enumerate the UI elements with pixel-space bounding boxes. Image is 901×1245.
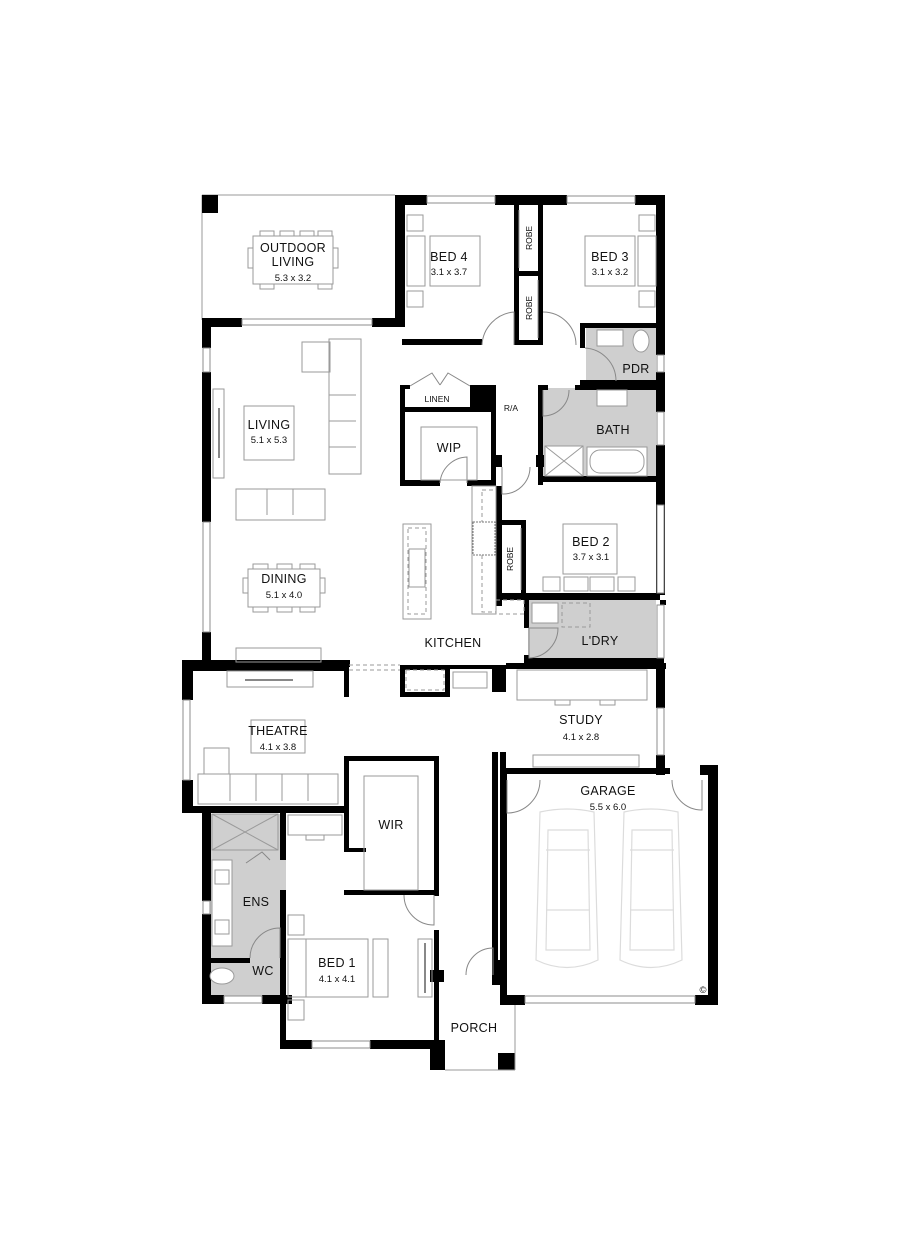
label-bed1: BED 1 — [318, 956, 356, 970]
dims-bed4: 3.1 x 3.7 — [431, 267, 467, 278]
label-outdoor-living-2: LIVING — [272, 255, 315, 269]
copyright-icon: © — [700, 985, 707, 996]
label-living: LIVING — [248, 418, 291, 432]
label-dining: DINING — [261, 572, 307, 586]
dims-dining: 5.1 x 4.0 — [266, 590, 302, 601]
label-garage: GARAGE — [580, 784, 635, 798]
dims-study: 4.1 x 2.8 — [563, 732, 599, 743]
label-theatre: THEATRE — [248, 724, 308, 738]
label-bed2: BED 2 — [572, 535, 610, 549]
label-wip: WIP — [437, 441, 462, 455]
dims-outdoor-living: 5.3 x 3.2 — [275, 273, 311, 284]
label-bed4: BED 4 — [430, 250, 468, 264]
label-wir: WIR — [378, 818, 403, 832]
label-wc: WC — [252, 964, 273, 978]
furniture — [197, 210, 657, 1071]
label-porch: PORCH — [451, 1021, 498, 1035]
dims-bed1: 4.1 x 4.1 — [319, 974, 355, 985]
room-labels: OUTDOOR LIVING 5.3 x 3.2 BED 4 3.1 x 3.7… — [243, 226, 707, 1035]
dims-bed2: 3.7 x 3.1 — [573, 552, 609, 563]
label-ra: R/A — [504, 403, 519, 413]
wet-areas — [210, 326, 656, 996]
walls — [182, 195, 718, 1070]
outdoor-living-area — [201, 194, 395, 320]
label-outdoor-living-1: OUTDOOR — [260, 241, 326, 255]
doors — [245, 311, 703, 976]
label-study: STUDY — [559, 713, 603, 727]
dims-living: 5.1 x 5.3 — [251, 435, 287, 446]
dims-theatre: 4.1 x 3.8 — [260, 742, 296, 753]
label-laundry: L'DRY — [581, 634, 618, 648]
label-ens: ENS — [243, 895, 270, 909]
garage-cars — [535, 808, 683, 969]
dims-bed3: 3.1 x 3.2 — [592, 267, 628, 278]
label-pdr: PDR — [622, 362, 649, 376]
label-linen: LINEN — [424, 394, 449, 404]
label-kitchen: KITCHEN — [425, 636, 482, 650]
label-robe-lower: ROBE — [524, 296, 534, 320]
label-robe-upper: ROBE — [524, 226, 534, 250]
label-bed3: BED 3 — [591, 250, 629, 264]
label-robe-bed2: ROBE — [505, 547, 515, 571]
windows — [182, 195, 696, 1049]
dims-garage: 5.5 x 6.0 — [590, 802, 626, 813]
label-bath: BATH — [596, 423, 630, 437]
